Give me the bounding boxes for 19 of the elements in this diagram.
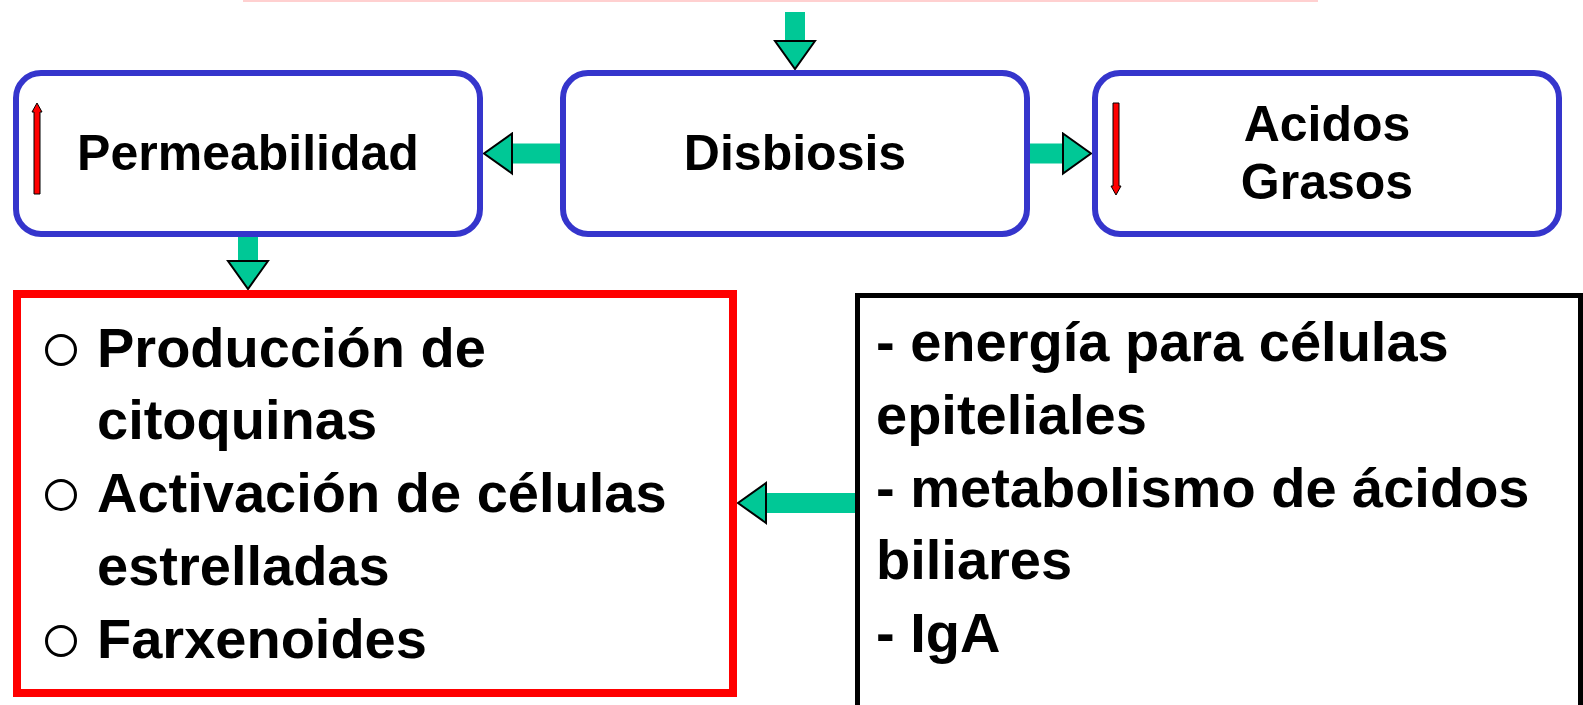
text-box [855, 293, 1583, 705]
node-label: Disbiosis [683, 124, 907, 183]
rounded-box [560, 70, 1030, 237]
block-arrow [1030, 132, 1092, 175]
list-item: Producción de citoquinas [97, 314, 487, 454]
block-arrow [227, 237, 269, 290]
list-item: Activación de células estrelladas [97, 460, 668, 599]
list-item: - energía para células epiteliales [876, 309, 1450, 448]
rounded-box [1092, 70, 1562, 237]
list-box [13, 290, 737, 697]
node-label: Permeabilidad [77, 124, 419, 183]
list-item: - metabolismo de ácidos biliares [876, 454, 1531, 594]
rounded-box [13, 70, 483, 237]
block-arrow [774, 12, 816, 70]
node-label: Acidos Grasos [1239, 96, 1415, 211]
block-arrow [737, 482, 855, 524]
list-item: - IgA [876, 600, 1002, 667]
block-arrow [483, 132, 560, 175]
list-item: Farxenoides [97, 605, 427, 672]
